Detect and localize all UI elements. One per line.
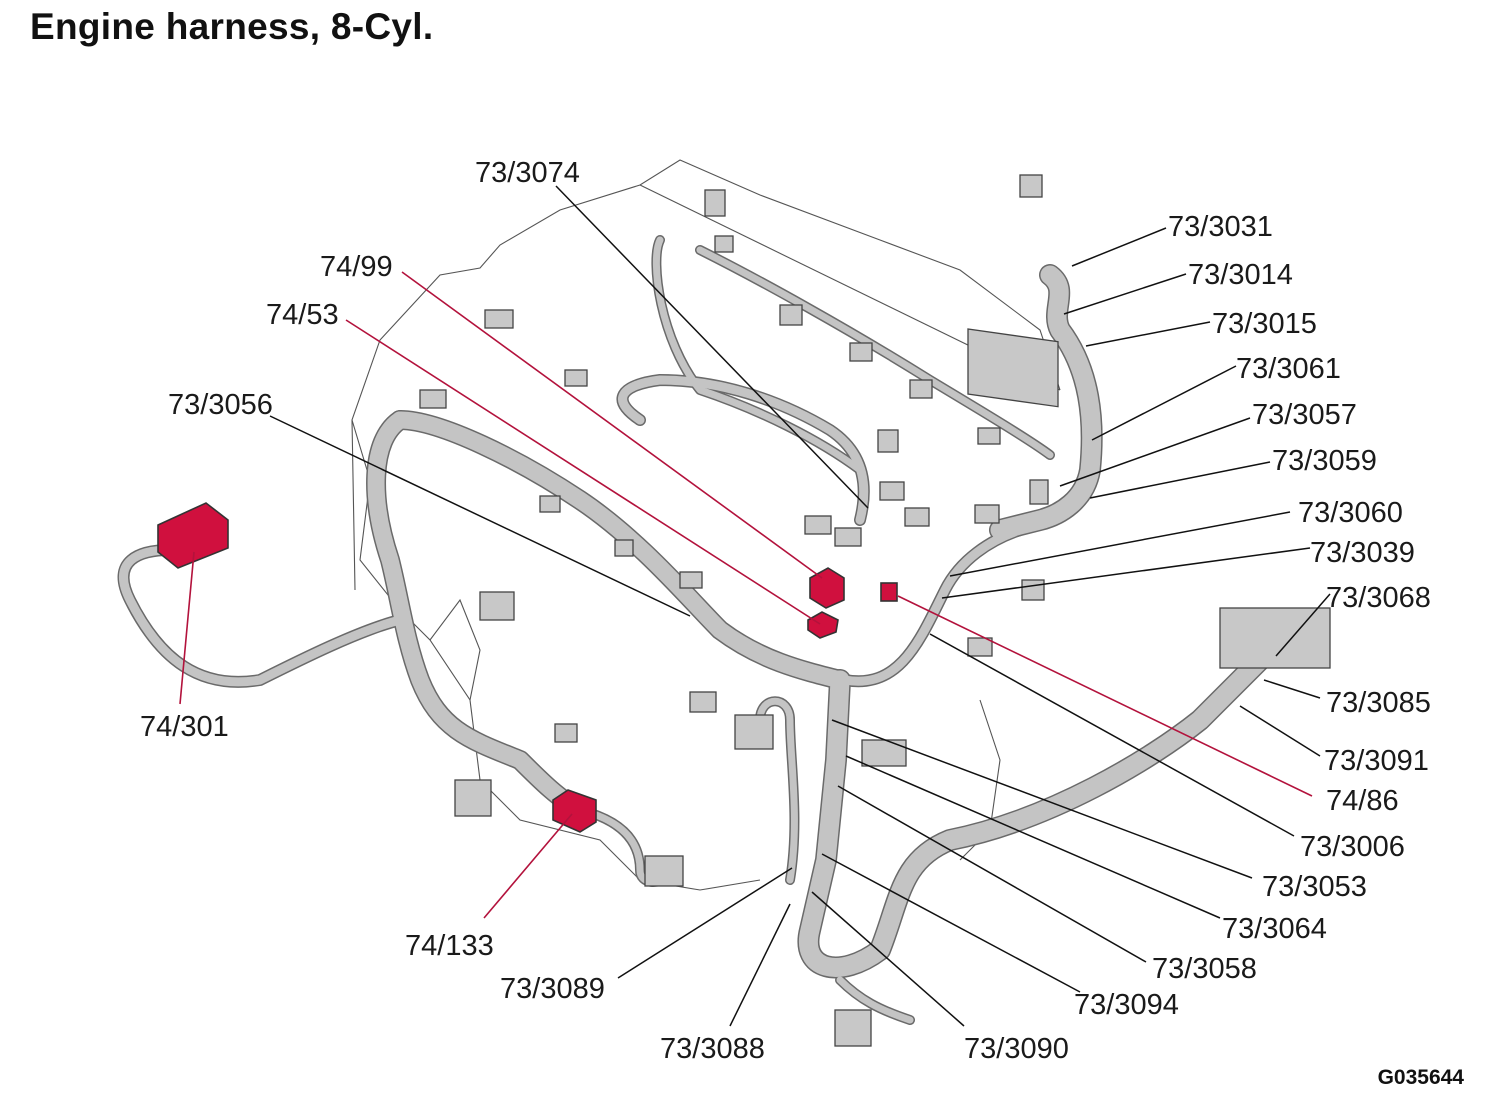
connector-74-99 bbox=[809, 567, 845, 609]
leader-73-3059 bbox=[1089, 461, 1271, 499]
label-73-3039: 73/3039 bbox=[1310, 537, 1415, 569]
leader-74-53 bbox=[345, 319, 821, 625]
leader-73-3064 bbox=[845, 755, 1221, 919]
leader-73-3090 bbox=[811, 891, 965, 1027]
label-73-3058: 73/3058 bbox=[1152, 953, 1257, 985]
connector-74-53 bbox=[807, 611, 839, 639]
callout-labels: 73/3074 74/99 74/53 73/3056 74/301 74/13… bbox=[140, 157, 1431, 1065]
label-73-3061: 73/3061 bbox=[1236, 353, 1341, 385]
leader-73-3053 bbox=[831, 719, 1253, 879]
leader-73-3039 bbox=[941, 547, 1311, 599]
label-73-3059: 73/3059 bbox=[1272, 445, 1377, 477]
leader-73-3089 bbox=[617, 867, 793, 979]
leader-73-3074 bbox=[555, 185, 869, 509]
connector-74-133 bbox=[552, 789, 597, 833]
label-74-133: 74/133 bbox=[405, 930, 494, 962]
label-74-86: 74/86 bbox=[1326, 785, 1399, 817]
label-74-301: 74/301 bbox=[140, 711, 229, 743]
label-73-3014: 73/3014 bbox=[1188, 259, 1293, 291]
leader-74-99 bbox=[401, 271, 823, 579]
label-73-3057: 73/3057 bbox=[1252, 399, 1357, 431]
leader-73-3031 bbox=[1071, 227, 1167, 267]
figure-id: G035644 bbox=[1377, 1066, 1464, 1089]
label-73-3056: 73/3056 bbox=[168, 389, 273, 421]
label-73-3088: 73/3088 bbox=[660, 1033, 765, 1065]
label-74-99: 74/99 bbox=[320, 251, 393, 283]
leader-74-86 bbox=[897, 595, 1313, 797]
leader-lines bbox=[179, 185, 1331, 1027]
grey-connectors bbox=[419, 174, 1331, 1047]
leader-73-3015 bbox=[1085, 321, 1211, 347]
label-73-3091: 73/3091 bbox=[1324, 745, 1429, 777]
leader-73-3091 bbox=[1239, 705, 1321, 757]
leader-73-3014 bbox=[1063, 273, 1187, 315]
leader-73-3057 bbox=[1059, 417, 1251, 487]
label-73-3031: 73/3031 bbox=[1168, 211, 1273, 243]
page-title: Engine harness, 8-Cyl. bbox=[30, 6, 434, 47]
label-73-3015: 73/3015 bbox=[1212, 308, 1317, 340]
leader-73-3085 bbox=[1263, 679, 1321, 699]
leader-73-3056 bbox=[269, 415, 691, 617]
leader-73-3088 bbox=[729, 903, 791, 1027]
label-74-53: 74/53 bbox=[266, 299, 339, 331]
leader-73-3006 bbox=[929, 633, 1295, 837]
highlighted-connectors bbox=[157, 502, 898, 833]
harness-cables-border bbox=[117, 235, 1271, 1025]
leader-73-3068 bbox=[1275, 593, 1331, 657]
leader-73-3061 bbox=[1091, 365, 1237, 441]
label-73-3060: 73/3060 bbox=[1298, 497, 1403, 529]
harness-cables bbox=[119, 236, 1270, 1024]
connector-74-301 bbox=[157, 502, 229, 569]
label-73-3053: 73/3053 bbox=[1262, 871, 1367, 903]
label-73-3094: 73/3094 bbox=[1074, 989, 1179, 1021]
label-73-3090: 73/3090 bbox=[964, 1033, 1069, 1065]
label-73-3085: 73/3085 bbox=[1326, 687, 1431, 719]
label-73-3068: 73/3068 bbox=[1326, 582, 1431, 614]
label-73-3089: 73/3089 bbox=[500, 973, 605, 1005]
leader-74-133 bbox=[483, 813, 573, 919]
leader-73-3058 bbox=[837, 785, 1147, 963]
connector-74-86 bbox=[880, 582, 898, 602]
leader-73-3060 bbox=[949, 511, 1291, 577]
leader-74-301 bbox=[179, 551, 195, 705]
leader-73-3094 bbox=[821, 853, 1081, 993]
label-73-3064: 73/3064 bbox=[1222, 913, 1327, 945]
label-73-3074: 73/3074 bbox=[475, 157, 580, 189]
label-73-3006: 73/3006 bbox=[1300, 831, 1405, 863]
